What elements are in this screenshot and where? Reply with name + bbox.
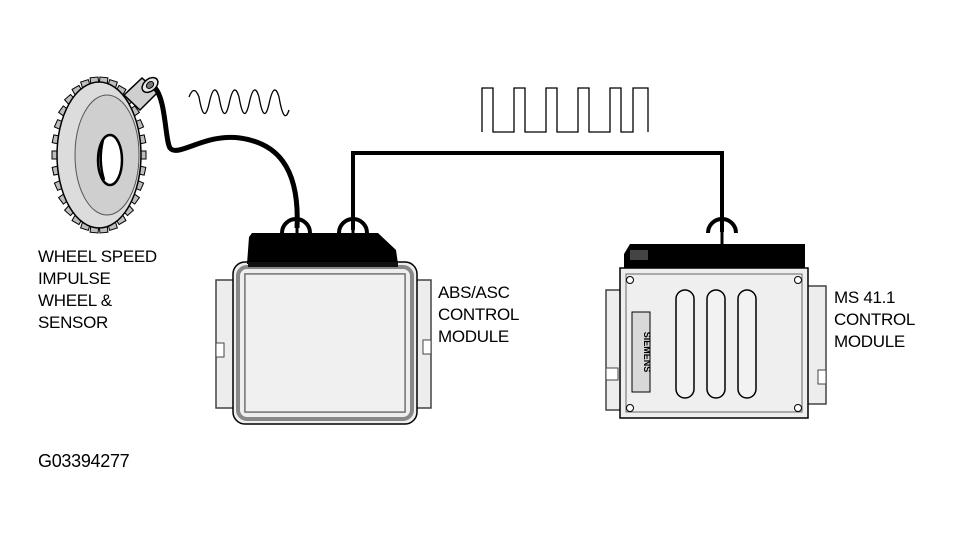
ms-module-label-line: MODULE	[834, 332, 905, 351]
wheel-speed-label-line: IMPULSE	[38, 269, 111, 288]
sensor-cable	[152, 86, 300, 229]
wheel-speed-label: WHEEL SPEED IMPULSE WHEEL & SENSOR	[38, 246, 157, 334]
sine-wave-signal	[188, 89, 290, 117]
ms-module-label-line: CONTROL	[834, 310, 916, 329]
ms-module-label-line: MS 41.1	[834, 288, 896, 307]
ms-module-label: MS 41.1 CONTROL MODULE	[834, 287, 915, 353]
wheel-speed-label-line: SENSOR	[38, 313, 108, 332]
abs-asc-module	[215, 217, 432, 425]
abs-module-label-line: MODULE	[438, 327, 509, 346]
abs-module-label-line: CONTROL	[438, 305, 520, 324]
abs-module-label: ABS/ASC CONTROL MODULE	[438, 282, 519, 348]
impulse-wheel	[51, 76, 147, 234]
ms41-module: SIEMENS	[605, 217, 827, 419]
brand-label: SIEMENS	[642, 332, 652, 373]
wheel-speed-label-line: WHEEL &	[38, 291, 112, 310]
abs-module-label-line: ABS/ASC	[438, 283, 510, 302]
wheel-speed-label-line: WHEEL SPEED	[38, 247, 157, 266]
square-wave-signal	[481, 87, 649, 133]
figure-id: G03394277	[38, 451, 130, 471]
signal-bus-wire	[351, 151, 724, 232]
